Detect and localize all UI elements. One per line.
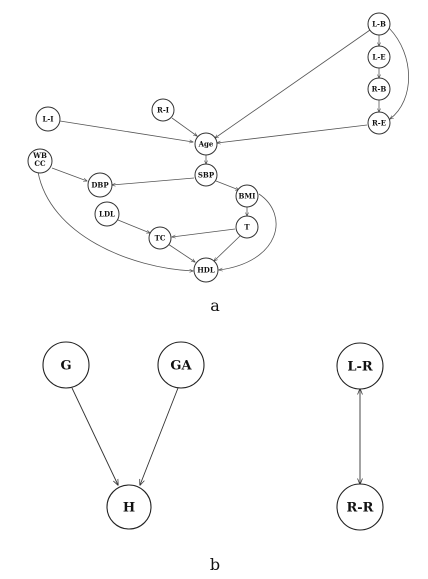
edge-ldl-tc (117, 219, 150, 233)
node-h-label: H (123, 501, 135, 516)
edge-ri-age (171, 117, 197, 136)
edge-re-age (217, 124, 368, 143)
node-rr-label: R-R (346, 501, 373, 516)
edge-lb-age (215, 29, 371, 138)
node-tc: TC (148, 226, 172, 250)
node-bmi-label: BMI (239, 192, 256, 201)
node-dbp: DBP (87, 172, 113, 198)
node-rb: R-B (367, 77, 391, 101)
edge-t-tc (172, 228, 236, 237)
node-wbcc: WB CC (27, 148, 53, 174)
node-bmi: BMI (235, 184, 259, 208)
node-le-label: L-E (372, 53, 385, 62)
node-re-label: R-E (372, 119, 386, 128)
panel-b: G GA H L-R R-R b (42, 341, 384, 574)
edge-sbp-dbp (112, 177, 195, 185)
node-hdl-label: HDL (197, 266, 215, 275)
node-dbp-label: DBP (91, 181, 109, 190)
edge-t-hdl (214, 235, 241, 261)
panel-a: L-B L-E R-B R-E L-I R-I Age WB CC (27, 12, 409, 315)
node-sbp: SBP (194, 163, 218, 187)
node-age: Age (194, 132, 218, 156)
node-t-label: T (244, 223, 250, 232)
node-t: T (235, 215, 259, 239)
node-g: G (42, 341, 90, 389)
node-li-label: L-I (42, 115, 53, 124)
node-tc-label: TC (155, 234, 166, 243)
node-re: R-E (367, 111, 391, 135)
node-lr: L-R (336, 342, 384, 390)
node-lb: L-B (367, 12, 391, 36)
node-lr-label: L-R (347, 360, 373, 375)
node-le: L-E (367, 45, 391, 69)
panel-a-edges (37, 27, 409, 271)
edge-bmi-hdl (219, 193, 277, 270)
edge-sbp-bmi (215, 180, 239, 190)
node-g-label: G (60, 359, 71, 374)
node-rr: R-R (336, 483, 384, 531)
node-wbcc-label-line2: CC (34, 159, 46, 168)
node-ri-label: R-I (157, 106, 169, 115)
node-ga-label: GA (170, 359, 192, 374)
panel-b-label: b (210, 555, 220, 574)
node-ga: GA (157, 341, 205, 389)
node-ldl: LDL (94, 201, 120, 227)
node-wbcc-label-line1: WB (32, 151, 47, 160)
node-age-label: Age (198, 140, 214, 149)
edge-li-age (59, 120, 193, 142)
edge-wbcc-dbp (51, 167, 87, 181)
node-hdl: HDL (193, 257, 219, 283)
edge-g-h (71, 387, 118, 485)
node-h: H (106, 484, 152, 530)
panel-b-edges (71, 387, 360, 485)
edge-wbcc-hdl (37, 171, 193, 271)
node-li: L-I (35, 106, 61, 132)
panel-a-label: a (210, 296, 220, 315)
node-sbp-label: SBP (198, 171, 215, 180)
node-lb-label: L-B (372, 20, 386, 29)
node-rb-label: R-B (372, 85, 387, 94)
edge-tc-hdl (167, 243, 195, 262)
edge-ga-h (140, 387, 179, 485)
node-ldl-label: LDL (99, 210, 115, 219)
edge-lb-re-curve (388, 27, 409, 119)
node-ri: R-I (151, 98, 175, 122)
